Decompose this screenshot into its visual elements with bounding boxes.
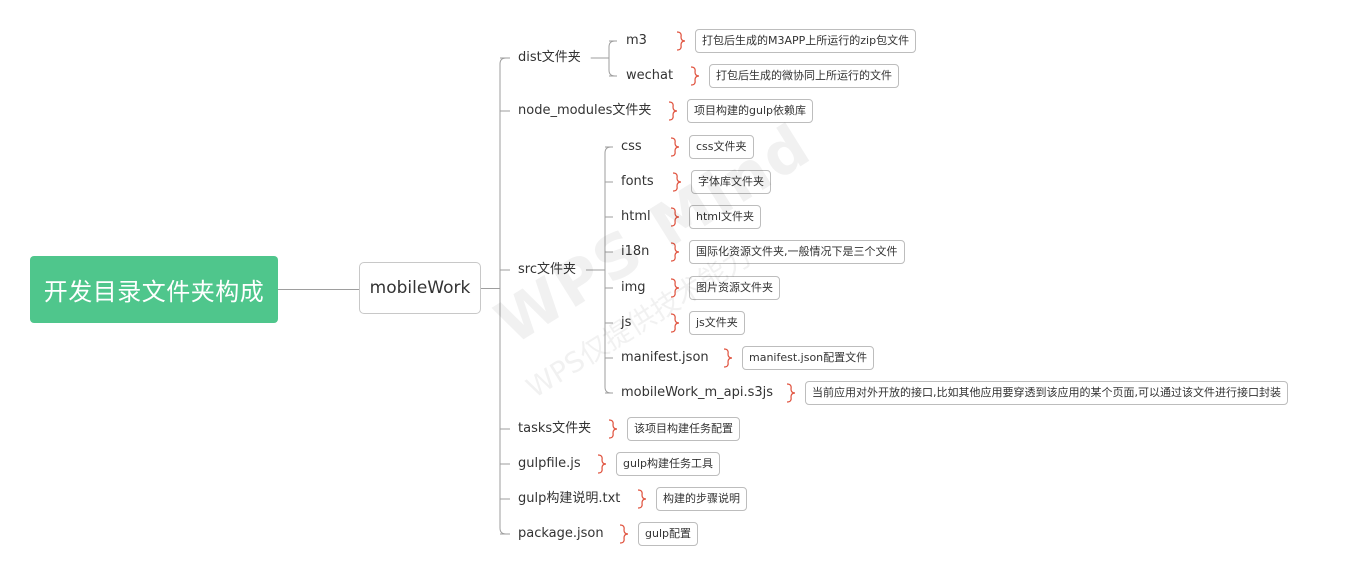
topic-tasks[interactable]: tasks文件夹 [518,421,592,436]
topic-m3[interactable]: m3 [626,33,647,48]
note-wechat[interactable]: 打包后生成的微协同上所运行的文件 [709,64,899,88]
note-api[interactable]: 当前应用对外开放的接口,比如其他应用要穿透到该应用的某个页面,可以通过该文件进行… [805,381,1288,405]
topic-js[interactable]: js [621,315,632,330]
brace-js [670,313,680,333]
topic-fonts[interactable]: fonts [621,174,654,189]
brace-api [786,383,796,403]
topic-wechat[interactable]: wechat [626,68,674,83]
note-tasks[interactable]: 该项目构建任务配置 [627,417,740,441]
note-gulpfile[interactable]: gulp构建任务工具 [616,452,720,476]
note-i18n[interactable]: 国际化资源文件夹,一般情况下是三个文件 [689,240,905,264]
note-node_modules[interactable]: 项目构建的gulp依赖库 [687,99,813,123]
brace-m3 [676,31,686,51]
topic-gulptxt[interactable]: gulp构建说明.txt [518,491,621,506]
brace-fonts [672,172,682,192]
root-topic[interactable]: 开发目录文件夹构成 [30,256,278,323]
brace-manifest [723,348,733,368]
topic-gulpfile[interactable]: gulpfile.js [518,456,581,471]
topic-src[interactable]: src文件夹 [518,262,576,277]
brace-i18n [670,242,680,262]
note-manifest[interactable]: manifest.json配置文件 [742,346,875,370]
topic-img[interactable]: img [621,280,646,295]
brace-gulpfile [597,454,607,474]
note-package[interactable]: gulp配置 [638,522,698,546]
brace-wechat [690,66,700,86]
brace-html [670,207,680,227]
topic-api[interactable]: mobileWork_m_api.s3js [621,385,774,400]
topic-dist[interactable]: dist文件夹 [518,50,581,65]
note-js[interactable]: js文件夹 [689,311,745,335]
topic-html[interactable]: html [621,209,651,224]
note-gulptxt[interactable]: 构建的步骤说明 [656,487,747,511]
brace-gulptxt [637,489,647,509]
topic-package[interactable]: package.json [518,526,604,541]
note-html[interactable]: html文件夹 [689,205,762,229]
hub-topic-mobilework[interactable]: mobileWork [359,262,481,314]
topic-css[interactable]: css [621,139,642,154]
brace-img [670,278,680,298]
brace-css [670,137,680,157]
topic-node_modules[interactable]: node_modules文件夹 [518,103,652,118]
brace-package [619,524,629,544]
topic-manifest[interactable]: manifest.json [621,350,709,365]
note-css[interactable]: css文件夹 [689,135,754,159]
brace-node_modules [668,101,678,121]
topic-i18n[interactable]: i18n [621,244,650,259]
brace-tasks [608,419,618,439]
note-m3[interactable]: 打包后生成的M3APP上所运行的zip包文件 [695,29,917,53]
note-img[interactable]: 图片资源文件夹 [689,276,780,300]
note-fonts[interactable]: 字体库文件夹 [691,170,771,194]
